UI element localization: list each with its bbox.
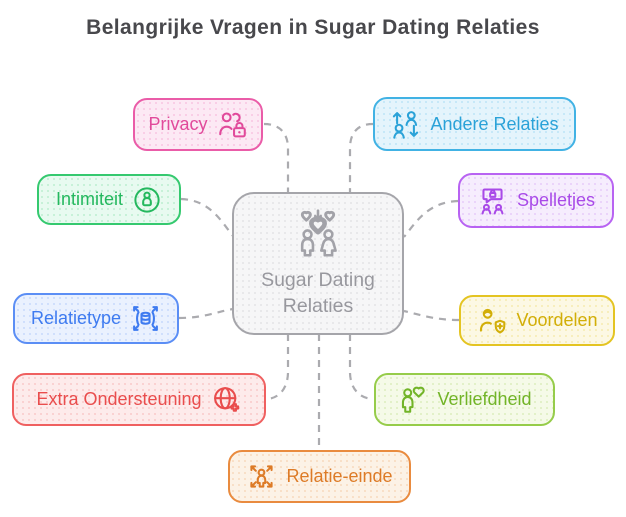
node-extra-ondersteuning-label: Extra Ondersteuning <box>36 389 202 409</box>
node-privacy[interactable]: Privacy <box>133 98 263 151</box>
chat-lock-people-icon <box>477 185 508 216</box>
node-relatie-einde-label: Relatie-einde <box>286 466 393 486</box>
node-relatietype[interactable]: Relatietype <box>13 293 179 344</box>
people-swap-icon <box>390 109 421 140</box>
node-voordelen[interactable]: Voordelen <box>459 295 615 346</box>
node-intimiteit[interactable]: Intimiteit <box>37 174 181 225</box>
person-in-circle-icon <box>132 185 162 215</box>
node-relatietype-label: Relatietype <box>30 308 122 328</box>
diagram-title: Belangrijke Vragen in Sugar Dating Relat… <box>86 16 540 39</box>
node-extra-ondersteuning[interactable]: Extra Ondersteuning <box>12 373 266 426</box>
node-verliefdheid-label: Verliefdheid <box>437 389 532 409</box>
couple-hearts-icon <box>288 208 348 262</box>
connector-verliefdheid <box>348 334 374 401</box>
globe-plus-icon <box>211 384 242 415</box>
connector-intimiteit <box>180 197 234 237</box>
node-intimiteit-label: Intimiteit <box>55 189 124 209</box>
database-expand-icon <box>130 303 161 334</box>
connector-extra <box>266 334 290 401</box>
person-shield-plus-icon <box>476 305 507 336</box>
connector-relatietype <box>178 307 234 320</box>
connector-spelletjes <box>403 199 459 238</box>
node-spelletjes[interactable]: Spelletjes <box>458 173 614 228</box>
node-relatie-einde[interactable]: Relatie-einde <box>228 450 411 503</box>
connector-andere <box>348 122 374 193</box>
users-lock-icon <box>217 109 248 140</box>
node-privacy-label: Privacy <box>148 114 208 134</box>
person-expand-icon <box>246 461 277 492</box>
connector-privacy <box>263 122 290 193</box>
node-voordelen-label: Voordelen <box>516 310 598 330</box>
central-node-label: Sugar Dating Relaties <box>261 269 375 317</box>
connector-voordelen <box>403 309 460 322</box>
node-andere-relaties[interactable]: Andere Relaties <box>373 97 576 151</box>
node-spelletjes-label: Spelletjes <box>516 190 596 210</box>
central-node-sugar-dating-relaties[interactable]: Sugar Dating Relaties <box>232 192 404 335</box>
person-heart-icon <box>397 384 428 415</box>
node-andere-relaties-label: Andere Relaties <box>430 113 559 134</box>
node-verliefdheid[interactable]: Verliefdheid <box>374 373 555 426</box>
